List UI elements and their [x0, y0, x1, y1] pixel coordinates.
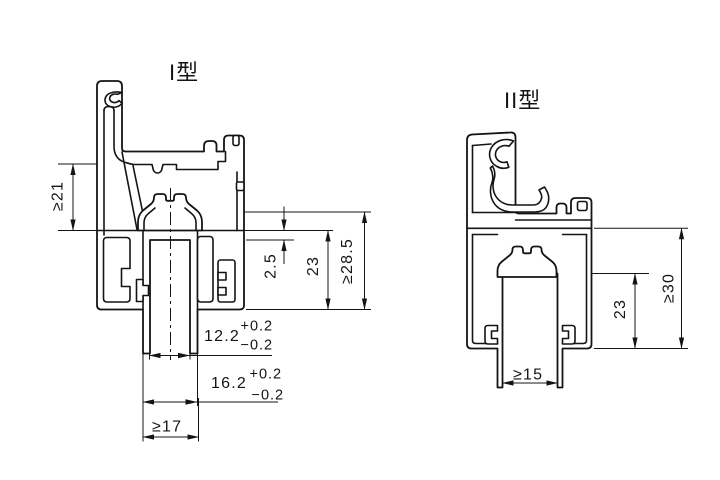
- type2-profile: [466, 131, 593, 389]
- type1-dim-groove-outer-label: 16.2: [211, 375, 247, 392]
- type1-diagonal-web-outer: [121, 151, 138, 231]
- type1-web-underside: [113, 109, 227, 174]
- type2-claw-notch: [576, 200, 588, 212]
- type1-groove-inner-tol-minus: −0.2: [241, 338, 274, 354]
- type1-left-tslot: [135, 278, 150, 303]
- type1-groove-outer-tol-plus: +0.2: [250, 367, 283, 383]
- type1-dim-channel-depth-label: 23: [305, 256, 322, 276]
- type1-dim-opening-label: ≥17: [152, 419, 182, 436]
- type2-left-foot: [484, 324, 499, 345]
- type1-dim-groove-inner-label: 12.2: [204, 328, 240, 345]
- type2-dim-overall-height-label: ≥30: [661, 273, 678, 303]
- type1-left-cavity: [102, 236, 131, 303]
- type1-wall-notch: [235, 181, 245, 192]
- type2-dim-channel-depth-label: 23: [612, 299, 629, 319]
- type1-title: I型: [169, 60, 199, 85]
- labels: I型 II型 ≥21 2.5 23 ≥28.5 12.2 +0.2 −0.2 1…: [50, 60, 678, 436]
- type1-groove-outer-tol-minus: −0.2: [252, 388, 285, 404]
- type1-hook-cavity: [104, 91, 123, 108]
- type1-dim-step-label: 2.5: [263, 253, 280, 279]
- type1-slot-cap: [103, 105, 115, 112]
- type1-claw-notch: [232, 134, 240, 147]
- type2-j-hook: [489, 165, 550, 213]
- type2-title: II型: [504, 88, 541, 113]
- type2-hook-cavity: [488, 138, 515, 170]
- type2-right-foot: [561, 324, 576, 345]
- type1-groove-inner-tol-plus: +0.2: [241, 319, 274, 335]
- type1-dim-overall-height-label: ≥28.5: [339, 238, 356, 284]
- type1-dim-web-height-label: ≥21: [50, 181, 67, 211]
- type2-dim-opening-label: ≥15: [513, 367, 543, 384]
- type2-gasket-hump: [496, 245, 558, 278]
- type1-right-cavity: [196, 235, 214, 303]
- type1-dimension-lines: [70, 163, 368, 442]
- type2-dimension-lines: [502, 227, 685, 386]
